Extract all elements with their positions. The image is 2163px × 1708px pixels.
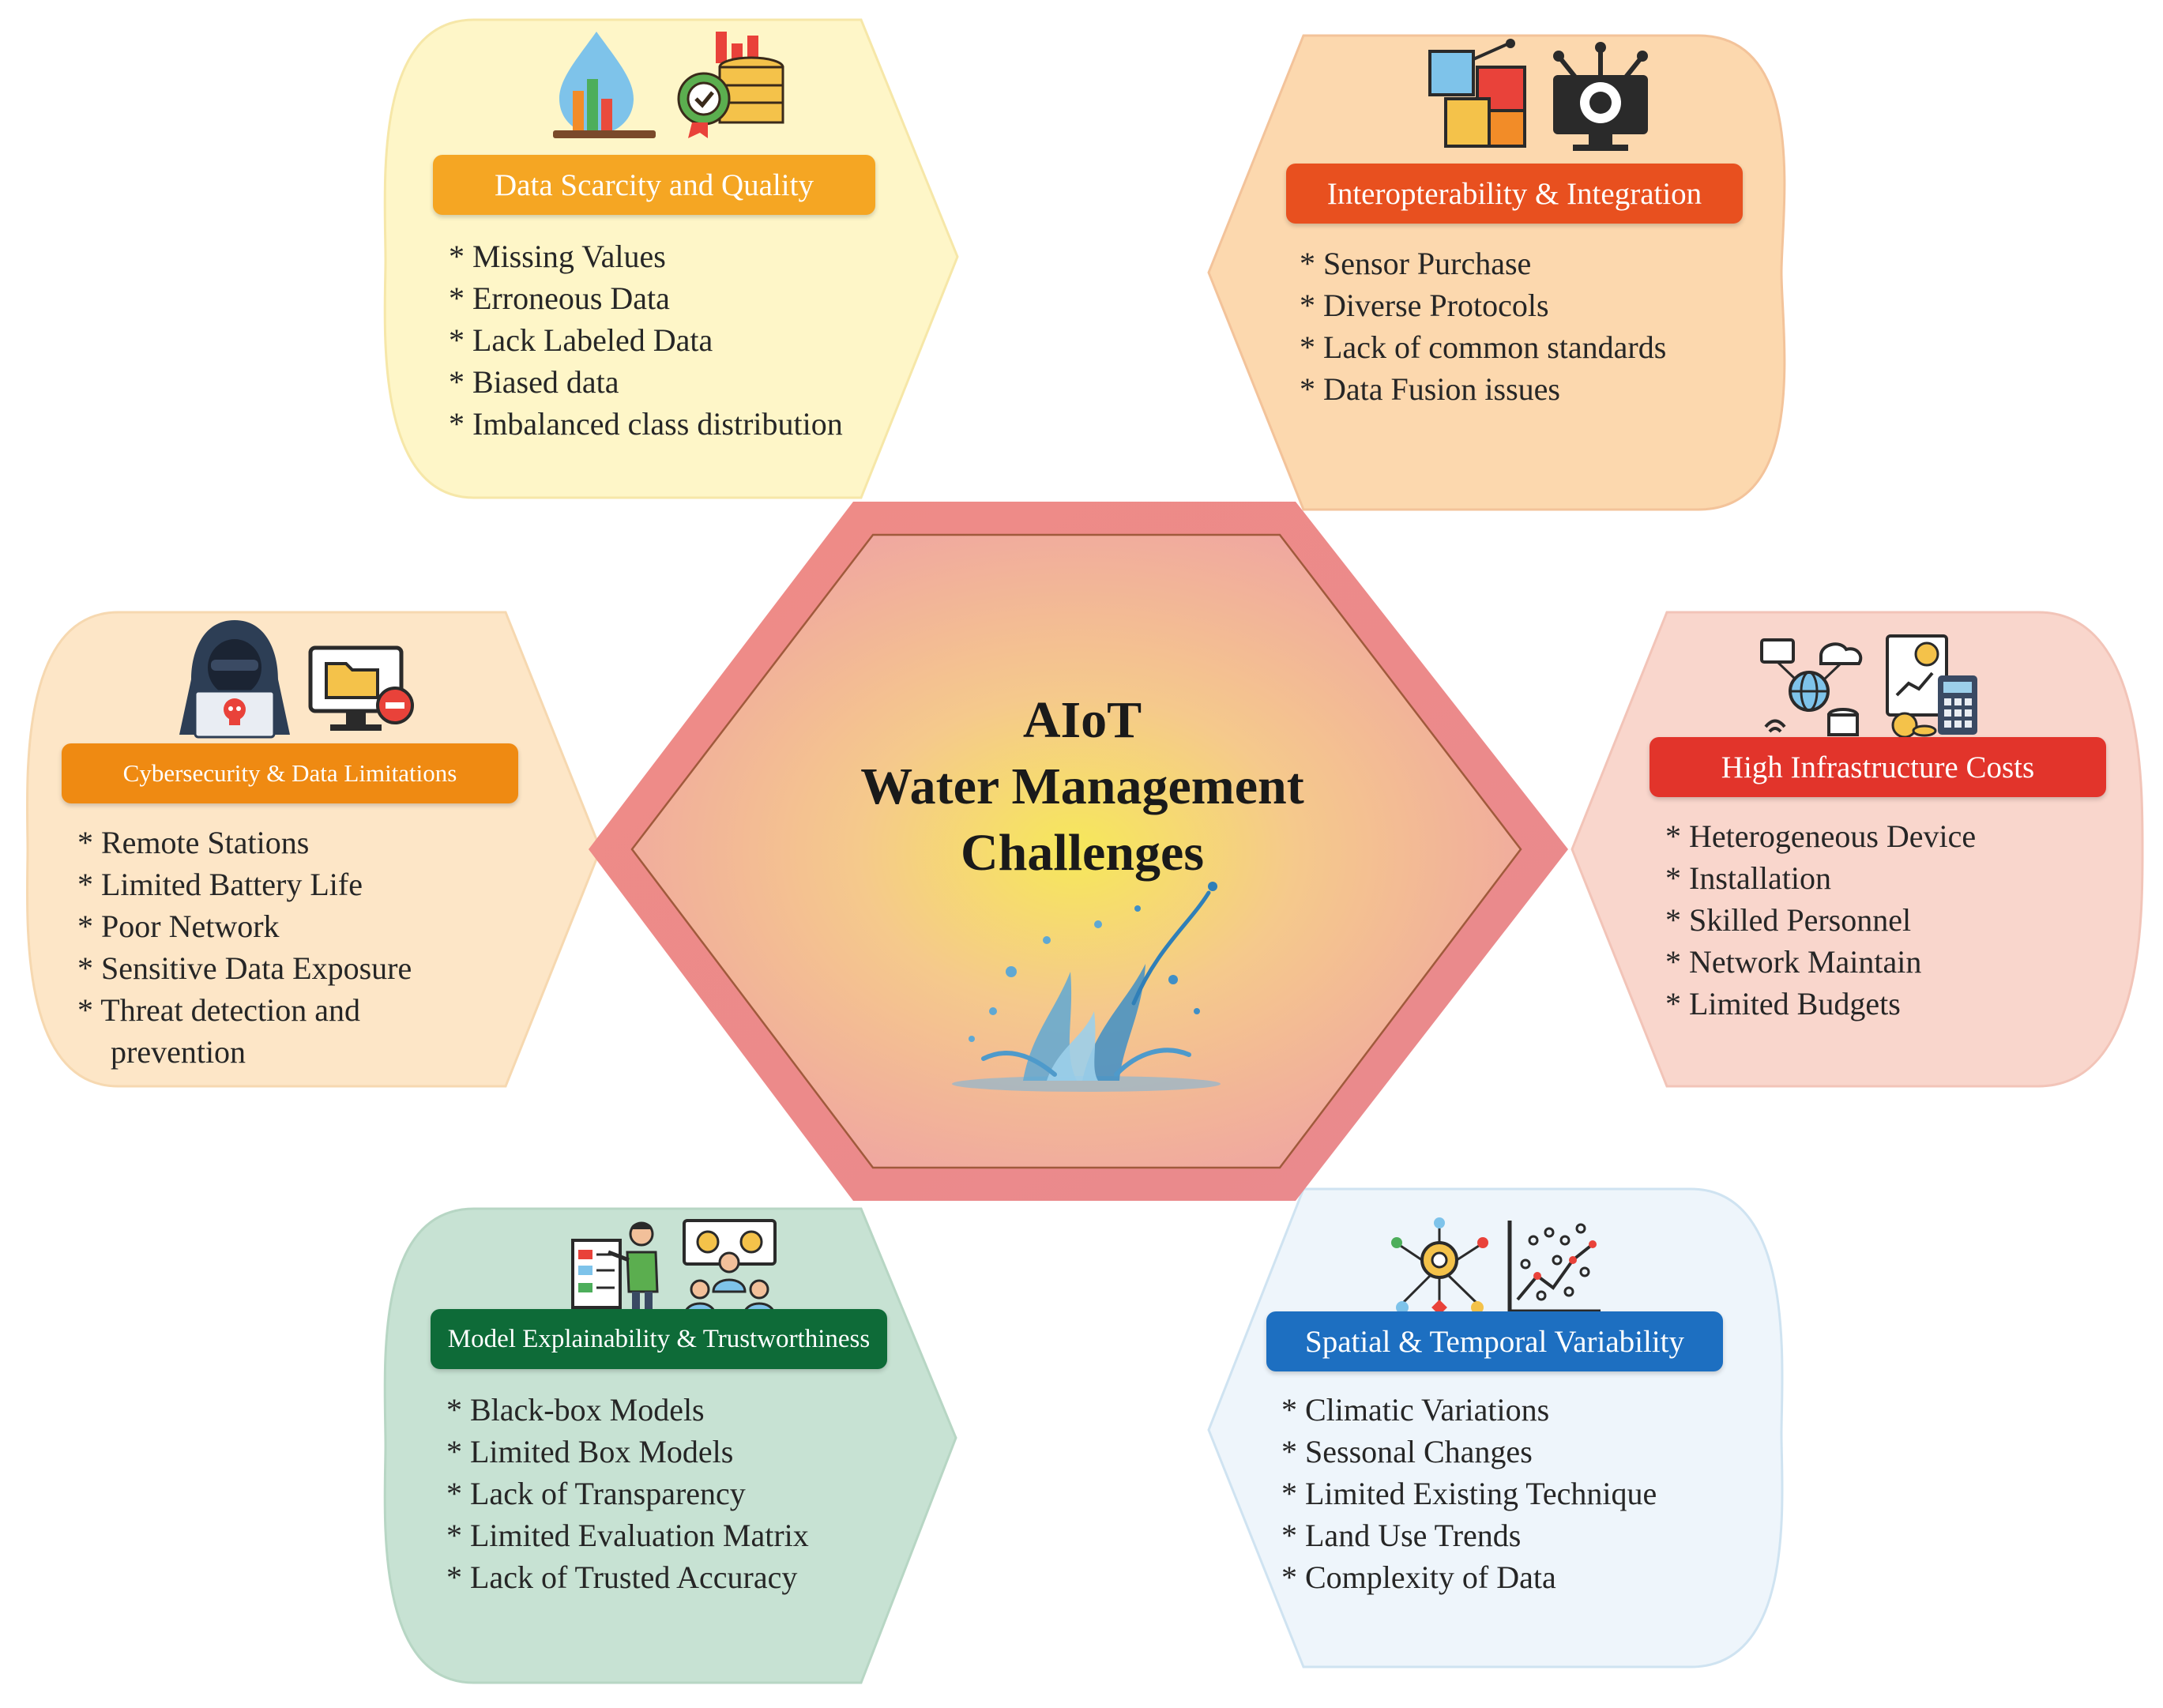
list-item: * Biased data bbox=[449, 364, 619, 400]
center-hexagon-inner bbox=[630, 533, 1522, 1169]
list-item: * Land Use Trends bbox=[1281, 1518, 1522, 1553]
water-splash-icon bbox=[952, 882, 1221, 1092]
monitor-gear-icon bbox=[1553, 42, 1648, 151]
list-item: * Poor Network bbox=[77, 909, 280, 944]
panel-data-scarcity-icons bbox=[537, 24, 787, 142]
panel-infrastructure-shape bbox=[1571, 611, 2144, 1088]
panel-explainability-list: * Black-box Models * Limited Box Models … bbox=[446, 1389, 809, 1598]
panel-interoperability-title: Interopterability & Integration bbox=[1286, 164, 1743, 224]
panel-cybersecurity-shape bbox=[25, 611, 602, 1088]
list-item: * Sensor Purchase bbox=[1300, 246, 1532, 281]
list-item: * Erroneous Data bbox=[449, 280, 670, 316]
panel-variability-shape bbox=[1207, 1187, 1784, 1668]
list-item: * Limited Evaluation Matrix bbox=[446, 1518, 809, 1553]
panel-cybersecurity-list: * Remote Stations * Limited Battery Life… bbox=[77, 822, 504, 1073]
panel-infrastructure-icons bbox=[1758, 620, 1984, 739]
panel-data-scarcity-list: * Missing Values * Erroneous Data * Lack… bbox=[449, 235, 843, 445]
panel-variability-icons bbox=[1390, 1201, 1604, 1319]
list-item: * Missing Values bbox=[449, 239, 666, 274]
panel-infrastructure-list: * Heterogeneous Device * Installation * … bbox=[1665, 815, 1976, 1025]
panel-interoperability-list: * Sensor Purchase * Diverse Protocols * … bbox=[1300, 243, 1666, 410]
report-calculator-icon bbox=[1886, 634, 1977, 739]
panel-data-scarcity-shape bbox=[383, 18, 959, 499]
panel-variability-title: Spatial & Temporal Variability bbox=[1266, 1311, 1723, 1371]
panel-cybersecurity-title: Cybersecurity & Data Limitations bbox=[62, 743, 518, 803]
list-item: * Limited Existing Technique bbox=[1281, 1476, 1657, 1511]
list-item: * Lack of Transparency bbox=[446, 1476, 746, 1511]
list-item: * Imbalanced class distribution bbox=[449, 406, 843, 442]
center-title-line-1: AIoT bbox=[1022, 691, 1142, 749]
center-title-line-3: Challenges bbox=[960, 824, 1205, 882]
panel-infrastructure-title: High Infrastructure Costs bbox=[1650, 737, 2106, 797]
list-item: * Network Maintain bbox=[1665, 944, 1922, 980]
database-badge-icon bbox=[677, 32, 784, 138]
list-item: * Lack of common standards bbox=[1300, 329, 1667, 365]
list-item: * Limited Budgets bbox=[1665, 986, 1901, 1021]
panel-cybersecurity-icons bbox=[175, 620, 417, 739]
list-item: * Limited Battery Life bbox=[77, 867, 363, 902]
panel-interoperability-shape bbox=[1207, 34, 1786, 511]
monitor-folder-icon bbox=[308, 645, 414, 731]
team-meeting-icon bbox=[683, 1219, 777, 1317]
list-item: * Sensitive Data Exposure bbox=[77, 950, 412, 986]
list-item: * Remote Stations bbox=[77, 825, 310, 860]
list-item: * Skilled Personnel bbox=[1665, 902, 1912, 938]
panel-explainability-title: Model Explainability & Trustworthiness bbox=[431, 1309, 887, 1369]
scatter-plot-icon bbox=[1507, 1221, 1601, 1314]
list-item: * Climatic Variations bbox=[1281, 1392, 1550, 1428]
presenter-board-icon bbox=[571, 1221, 659, 1317]
panel-explainability-icons bbox=[569, 1201, 779, 1319]
list-item: * Lack Labeled Data bbox=[449, 322, 713, 358]
network-cloud-icon bbox=[1760, 638, 1863, 736]
center-title-line-2: Water Management bbox=[860, 758, 1304, 815]
list-item: * Heterogeneous Device bbox=[1665, 818, 1977, 854]
list-item: * Black-box Models bbox=[446, 1392, 705, 1428]
center-title: AIoT Water Management Challenges bbox=[798, 687, 1367, 886]
hacker-icon bbox=[179, 620, 290, 739]
list-item: * Installation bbox=[1665, 860, 1831, 896]
list-item: * Data Fusion issues bbox=[1300, 371, 1560, 407]
list-item: * Complexity of Data bbox=[1281, 1559, 1556, 1595]
panel-interoperability-icons bbox=[1422, 36, 1656, 154]
list-item: * Threat detection and prevention bbox=[77, 992, 361, 1070]
puzzle-circuit-icon bbox=[1428, 39, 1526, 148]
panel-variability-list: * Climatic Variations * Sessonal Changes… bbox=[1281, 1389, 1657, 1598]
gear-network-icon bbox=[1391, 1217, 1488, 1315]
panel-data-scarcity-title: Data Scarcity and Quality bbox=[433, 155, 875, 215]
list-item: * Lack of Trusted Accuracy bbox=[446, 1559, 798, 1595]
list-item: * Diverse Protocols bbox=[1300, 288, 1549, 323]
water-drop-chart-icon bbox=[553, 32, 656, 138]
list-item: * Limited Box Models bbox=[446, 1434, 734, 1469]
list-item: * Sessonal Changes bbox=[1281, 1434, 1533, 1469]
